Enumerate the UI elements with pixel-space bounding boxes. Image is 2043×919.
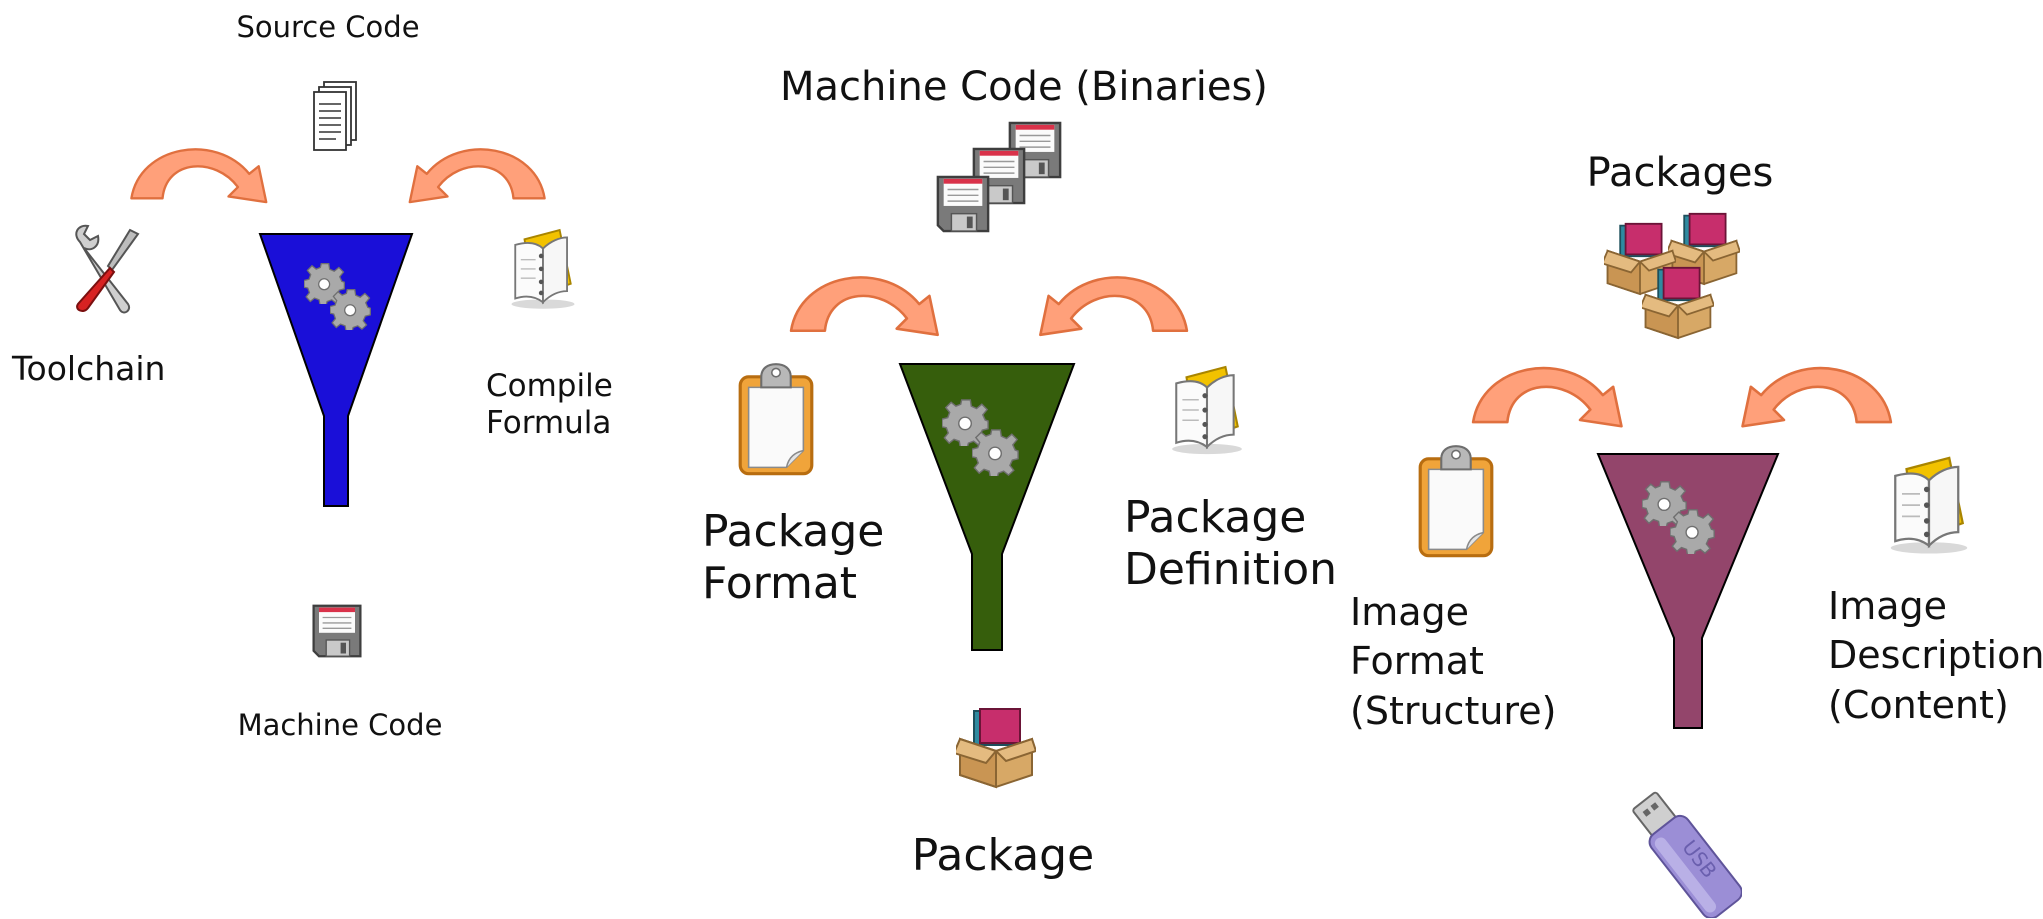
floppy-disk-icon xyxy=(310,598,364,664)
left-input-arrow xyxy=(128,138,280,204)
image-description-label: Image Description (Content) xyxy=(1828,582,2043,730)
funnel-compile xyxy=(258,233,414,507)
image-description-line3: (Content) xyxy=(1828,682,2009,727)
right-input-arrow xyxy=(1026,264,1190,338)
image-format-line3: (Structure) xyxy=(1350,688,1557,733)
image-description-line2: Description xyxy=(1828,633,2043,678)
open-book-icon xyxy=(506,226,580,310)
source-code-label: Source Code xyxy=(236,10,420,44)
machine-code-label: Machine Code xyxy=(237,708,443,742)
open-book-icon xyxy=(1166,362,1248,456)
tools-icon xyxy=(75,224,140,314)
image-description-line1: Image xyxy=(1828,584,1948,628)
clipboard-icon xyxy=(736,356,816,484)
machine-code-binaries-label: Machine Code (Binaries) xyxy=(780,64,1268,110)
image-format-label: Image Format (Structure) xyxy=(1350,588,1556,736)
package-boxes-icon xyxy=(1598,210,1758,350)
gear-icon xyxy=(972,429,1019,476)
left-input-arrow xyxy=(788,264,952,338)
compile-formula-label: Compile Formula xyxy=(486,368,613,441)
package-label: Package xyxy=(911,830,1095,881)
compile-formula-line2: Formula xyxy=(486,404,612,441)
package-definition-line2: Definition xyxy=(1124,543,1338,595)
documents-icon xyxy=(313,81,357,151)
right-input-arrow xyxy=(1728,354,1894,430)
package-definition-label: Package Definition xyxy=(1124,492,1337,596)
compile-formula-line1: Compile xyxy=(486,368,613,404)
package-box-icon xyxy=(956,704,1036,790)
image-format-line2: Format xyxy=(1350,639,1484,684)
package-format-line1: Package xyxy=(702,506,885,557)
package-format-line2: Format xyxy=(702,557,858,609)
package-format-label: Package Format xyxy=(702,506,884,610)
package-definition-line1: Package xyxy=(1124,492,1307,543)
funnel-imaging xyxy=(1596,453,1780,729)
panel-source-to-machine-code: Source Code Toolchain Compile Formula Ma… xyxy=(0,0,680,919)
panel-packages-to-image: Packages Image Format (Structure) Image … xyxy=(1330,0,2043,919)
gear-icon xyxy=(330,289,371,330)
toolchain-label: Toolchain xyxy=(12,349,166,388)
image-format-line1: Image xyxy=(1350,590,1470,634)
funnel-packaging xyxy=(898,363,1076,651)
right-input-arrow xyxy=(396,138,548,204)
gear-icon xyxy=(1670,509,1715,554)
clipboard-icon xyxy=(1416,440,1496,564)
left-input-arrow xyxy=(1470,354,1636,430)
packages-label: Packages xyxy=(1586,150,1774,196)
floppy-disks-icon xyxy=(932,118,1072,246)
panel-binaries-to-package: Machine Code (Binaries) Package Format P… xyxy=(680,0,1337,919)
usb-stick-icon: USB xyxy=(1632,791,1742,918)
open-book-icon xyxy=(1884,452,1974,556)
